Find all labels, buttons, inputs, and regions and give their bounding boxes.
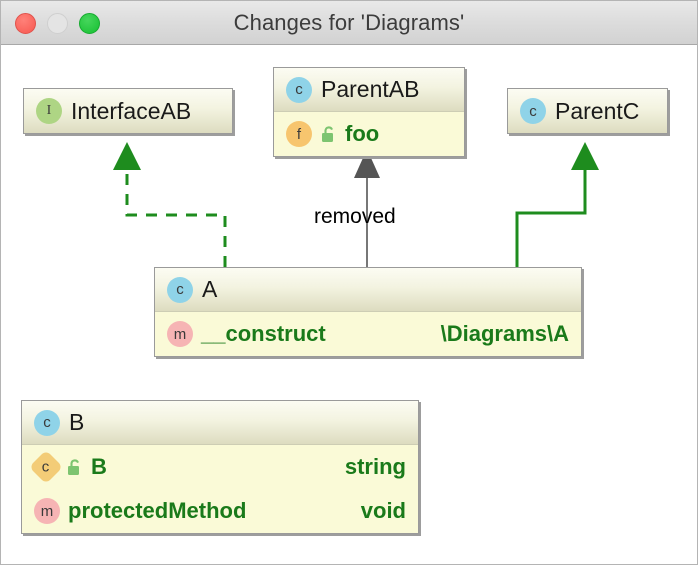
protected-lock-icon xyxy=(68,458,79,475)
protected-lock-icon xyxy=(322,125,333,142)
uml-node-interfaceab[interactable]: I InterfaceAB xyxy=(23,88,233,134)
edge-a-extends-parentc xyxy=(515,142,599,267)
uml-node-title: ParentAB xyxy=(321,76,420,102)
member-name: protectedMethod xyxy=(68,498,247,523)
class-icon: c xyxy=(34,409,60,436)
member-name: foo xyxy=(345,121,380,146)
constant-icon: c xyxy=(29,450,63,484)
class-icon: c xyxy=(167,276,193,303)
title-bar: Changes for 'Diagrams' xyxy=(1,1,697,45)
edge-label-removed: removed xyxy=(314,205,396,228)
class-icon: c xyxy=(286,76,312,103)
member-type: string xyxy=(344,454,406,479)
uml-node-header: c A xyxy=(155,268,581,312)
uml-node-title: ParentC xyxy=(555,97,640,124)
uml-node-header: c ParentC xyxy=(508,89,667,133)
diagram-canvas[interactable]: ParentAB : solid gray, label "removed" -… xyxy=(1,45,697,564)
uml-node-header: c ParentAB xyxy=(274,68,464,112)
field-icon: f xyxy=(286,121,312,147)
uml-member-row[interactable]: m __construct \Diagrams\A xyxy=(155,312,581,356)
method-icon: m xyxy=(34,498,60,524)
window-title: Changes for 'Diagrams' xyxy=(233,9,465,35)
window-controls xyxy=(15,1,100,45)
uml-node-title: B xyxy=(69,409,85,435)
zoom-button[interactable] xyxy=(79,12,100,34)
interface-icon: I xyxy=(36,98,62,124)
member-name: __construct xyxy=(201,321,326,346)
close-button[interactable] xyxy=(15,12,36,34)
method-icon: m xyxy=(167,321,193,347)
uml-node-title: A xyxy=(202,276,218,302)
uml-member-row[interactable]: m protectedMethod void xyxy=(22,489,418,533)
uml-node-header: I InterfaceAB xyxy=(24,89,232,133)
uml-node-header: c B xyxy=(22,401,418,445)
uml-node-title: InterfaceAB xyxy=(71,97,192,124)
class-icon: c xyxy=(520,98,546,124)
uml-node-b[interactable]: c B c B string m protectedMethod void xyxy=(21,400,419,534)
edge-a-implements-interfaceab xyxy=(113,142,227,267)
member-type: \Diagrams\A xyxy=(440,321,569,346)
minimize-button[interactable] xyxy=(47,12,68,34)
member-name: B xyxy=(91,454,107,479)
uml-node-parentc[interactable]: c ParentC xyxy=(507,88,668,134)
uml-member-row[interactable]: c B string xyxy=(22,445,418,489)
uml-node-parentab[interactable]: c ParentAB f foo xyxy=(273,67,465,157)
member-type: void xyxy=(360,498,406,523)
uml-member-row[interactable]: f foo xyxy=(274,112,464,156)
uml-node-a[interactable]: c A m __construct \Diagrams\A xyxy=(154,267,582,357)
